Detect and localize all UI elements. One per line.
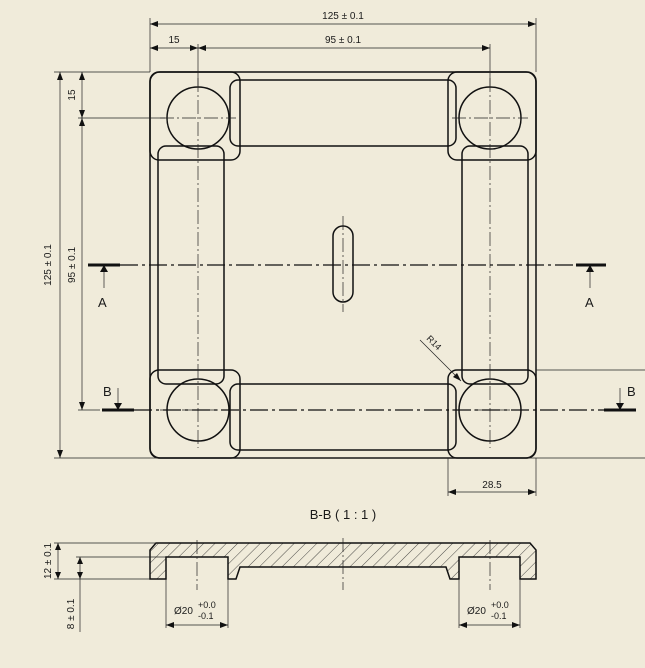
dim-section-base-height: 8 ± 0.1	[66, 598, 77, 629]
dim-hole-left-tol-lower: -0.1	[198, 611, 214, 621]
section-a-left-label: A	[98, 295, 107, 310]
corner-pad-top-right	[447, 71, 537, 161]
radius-label: R14	[425, 333, 444, 352]
dim-section-total-height: 12 ± 0.1	[43, 543, 54, 580]
section-view-title: B-B ( 1 : 1 )	[310, 507, 376, 522]
dim-pad-width: 28.5	[482, 480, 502, 491]
section-a-left-arrowhead	[100, 265, 108, 272]
section-b-right-label: B	[627, 384, 636, 399]
radius-arrowhead	[453, 373, 461, 381]
section-a-right-arrowhead	[586, 265, 594, 272]
dim-hole-spacing-x: 95 ± 0.1	[325, 35, 362, 46]
section-a-right-label: A	[585, 295, 594, 310]
pocket-bottom	[229, 383, 457, 451]
section-view: 12 ± 0.1 8 ± 0.1 Ø20 +0.0 -0.1 Ø20 +0.0 …	[43, 538, 537, 632]
dim-edge-hole-x: 15	[168, 35, 180, 46]
radius-leader	[419, 339, 462, 382]
dim-hole-right-tol-lower: -0.1	[491, 611, 507, 621]
dim-hole-right: Ø20	[467, 606, 486, 617]
section-b-right-arrowhead	[616, 403, 624, 410]
dim-hole-spacing-y: 95 ± 0.1	[67, 247, 78, 284]
dim-overall-width: 125 ± 0.1	[322, 11, 364, 22]
section-b-left-arrowhead	[114, 403, 122, 410]
section-b-left-label: B	[103, 384, 112, 399]
dim-overall-height: 125 ± 0.1	[43, 244, 54, 286]
dim-hole-left-tol-upper: +0.0	[198, 600, 216, 610]
plan-view: A A B B R14	[88, 71, 636, 459]
corner-pad-top-left	[149, 71, 241, 161]
plan-dimensions: 125 ± 0.1 15 95 ± 0.1 125 ± 0.1 15 95 ± …	[43, 11, 645, 496]
dim-edge-hole-y: 15	[67, 89, 78, 101]
pocket-top	[229, 79, 457, 147]
dim-hole-left: Ø20	[174, 606, 193, 617]
dim-hole-right-tol-upper: +0.0	[491, 600, 509, 610]
